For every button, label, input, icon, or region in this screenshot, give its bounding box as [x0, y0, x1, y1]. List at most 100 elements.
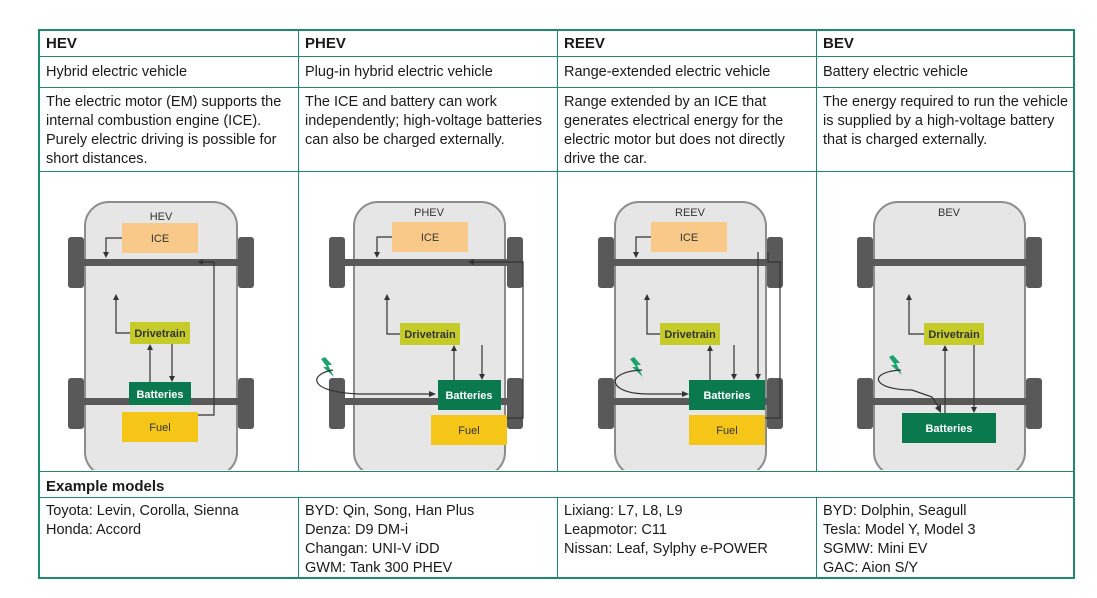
- vehicle-name-bev: Battery electric vehicle: [823, 64, 969, 80]
- examples-phev: BYD: Qin, Song, Han Plus Denza: D9 DM-i …: [305, 502, 474, 578]
- examples-bev: BYD: Dolphin, Seagull Tesla: Model Y, Mo…: [823, 502, 976, 578]
- examples-hev: Toyota: Levin, Corolla, Sienna Honda: Ac…: [46, 502, 239, 540]
- arrowhead: [113, 294, 119, 300]
- list-item: BYD: Dolphin, Seagull: [823, 503, 967, 519]
- front-axle: [610, 259, 771, 266]
- ice-label: ICE: [421, 232, 439, 244]
- arrowhead: [451, 345, 457, 351]
- fuel-block: [689, 415, 765, 445]
- list-item: Honda: Accord: [46, 522, 142, 538]
- vehicle-name-hev: Hybrid electric vehicle: [46, 64, 188, 80]
- batteries-label: Batteries: [445, 390, 492, 402]
- fuel-block: [431, 415, 507, 445]
- vehicle-types-table: HEV PHEV REEV BEV Hybrid electric vehicl…: [38, 29, 1075, 579]
- fuel-label: Fuel: [149, 422, 170, 434]
- flow-arrow: [765, 252, 781, 419]
- charging-cable: [316, 369, 429, 395]
- flow-arrow: [635, 236, 651, 252]
- arrowhead: [731, 374, 737, 380]
- arrowhead: [169, 376, 175, 382]
- arrowhead: [644, 294, 650, 300]
- diagram-label: PHEV: [414, 207, 445, 219]
- row-divider: [40, 471, 1073, 472]
- list-item: Changan: UNI-V iDD: [305, 541, 440, 557]
- row-divider: [40, 171, 1073, 172]
- diagram-label: REEV: [675, 207, 706, 219]
- arrowhead: [468, 259, 474, 265]
- flow-arrow: [198, 261, 215, 416]
- arrowhead: [682, 391, 689, 397]
- batteries-block: [689, 380, 765, 410]
- list-item: Leapmotor: C11: [564, 522, 667, 538]
- col-divider: [816, 497, 817, 579]
- lightning-icon: [630, 357, 643, 377]
- fuel-block: [122, 412, 198, 442]
- vehicle-name-phev: Plug-in hybrid electric vehicle: [305, 64, 493, 80]
- fuel-label: Fuel: [458, 425, 479, 437]
- examples-reev: Lixiang: L7, L8, L9 Leapmotor: C11 Nissa…: [564, 502, 768, 559]
- drivetrain-block: [130, 322, 190, 344]
- flow-arrow: [115, 300, 130, 334]
- wheel: [1026, 378, 1042, 429]
- wheel: [238, 378, 254, 429]
- vehicle-name-reev: Range-extended electric vehicle: [564, 64, 771, 80]
- list-item: GAC: Aion S/Y: [823, 560, 919, 576]
- rear-axle: [869, 398, 1030, 405]
- list-item: Tesla: Model Y, Model 3: [823, 522, 976, 538]
- flow-arrow: [105, 237, 122, 252]
- front-axle: [80, 259, 242, 266]
- drivetrain-block: [924, 323, 984, 345]
- col-divider: [557, 31, 558, 471]
- arrowhead: [971, 407, 977, 413]
- arrowhead: [633, 252, 639, 258]
- drivetrain-label: Drivetrain: [134, 328, 186, 340]
- diagram-label: BEV: [938, 207, 961, 219]
- flow-arrow: [376, 236, 392, 252]
- wheel: [598, 378, 614, 429]
- arrowhead: [429, 391, 436, 397]
- reev-diagram: REEV ICE Drivetrain Batteries Fuel: [598, 201, 783, 470]
- ice-block: [392, 222, 468, 252]
- ice-label: ICE: [680, 232, 698, 244]
- batteries-label: Batteries: [136, 389, 183, 401]
- col-divider: [298, 31, 299, 471]
- ice-block: [651, 222, 727, 252]
- description-bev: The energy required to run the vehicle i…: [823, 94, 1069, 148]
- wheel: [507, 378, 523, 429]
- front-axle: [341, 259, 511, 266]
- wheel: [767, 378, 783, 429]
- row-divider: [40, 87, 1073, 88]
- rear-axle: [341, 398, 511, 405]
- drivetrain-block: [400, 323, 460, 345]
- wheel: [68, 237, 84, 288]
- bev-diagram: BEV Drivetrain Batteries: [857, 201, 1042, 470]
- drivetrain-label: Drivetrain: [404, 329, 456, 341]
- batteries-label: Batteries: [703, 390, 750, 402]
- wheel: [238, 237, 254, 288]
- arrowhead: [935, 404, 941, 413]
- arrowhead: [384, 294, 390, 300]
- arrowhead: [707, 345, 713, 351]
- wheel: [68, 378, 84, 429]
- list-item: Nissan: Leaf, Sylphy e-POWER: [564, 541, 768, 557]
- col-divider: [298, 497, 299, 579]
- ice-label: ICE: [151, 233, 169, 245]
- example-models-header: Example models: [46, 478, 165, 495]
- wheel: [857, 237, 873, 288]
- row-divider: [40, 56, 1073, 57]
- batteries-block: [438, 380, 501, 410]
- fuel-label: Fuel: [716, 425, 737, 437]
- list-item: BYD: Qin, Song, Han Plus: [305, 503, 475, 519]
- col-header-hev: HEV: [46, 35, 77, 52]
- row-divider: [40, 497, 1073, 498]
- col-header-bev: BEV: [823, 35, 854, 52]
- arrowhead: [374, 252, 380, 258]
- drivetrain-label: Drivetrain: [928, 329, 980, 341]
- wheel: [1026, 237, 1042, 288]
- ice-block: [122, 223, 198, 253]
- arrowhead: [198, 259, 203, 265]
- arrowhead: [906, 294, 912, 300]
- wheel: [857, 378, 873, 429]
- diagram-label: HEV: [150, 211, 173, 223]
- list-item: Toyota: Levin, Corolla, Sienna: [46, 503, 239, 519]
